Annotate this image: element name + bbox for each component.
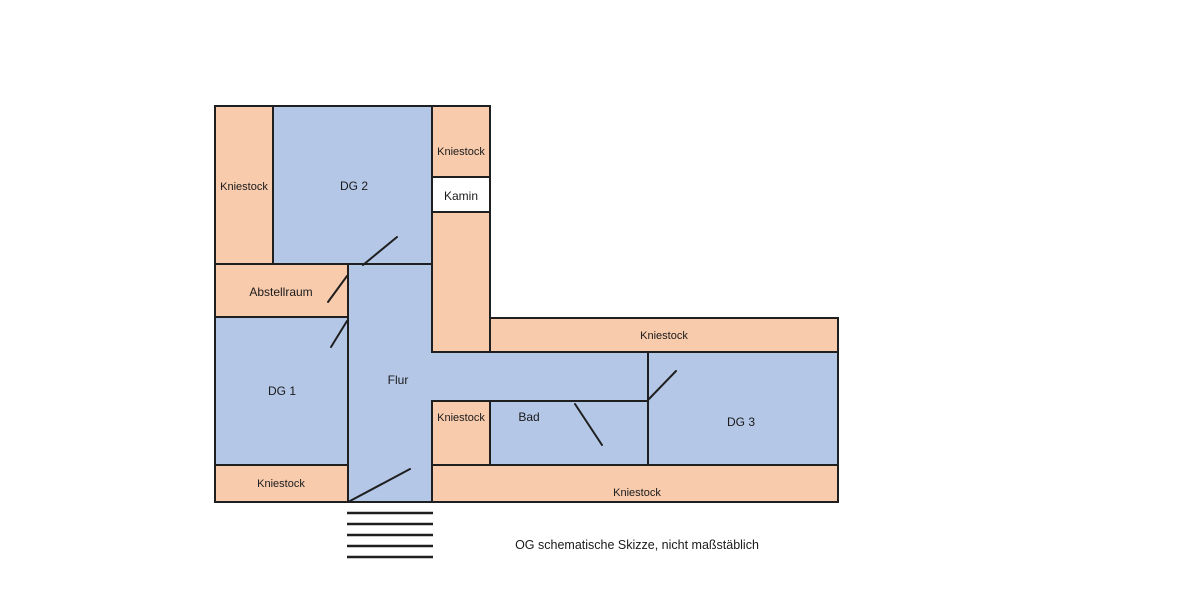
kniestock-top-right	[431, 105, 491, 178]
door-swing-line-dg3	[647, 370, 677, 401]
label-kniestock-top-right: Kniestock	[437, 146, 485, 158]
door-swing-line-dg1	[330, 320, 348, 348]
label-kniestock-left: Kniestock	[220, 181, 268, 193]
kniestock-bottom-left-bar	[214, 464, 349, 503]
kniestock-right-bar	[489, 317, 839, 353]
kniestock-mid-box	[431, 400, 491, 466]
label-kniestock-bottom-left: Kniestock	[257, 478, 305, 490]
room-dg2	[272, 105, 433, 265]
room-abstellraum	[214, 263, 349, 318]
label-dg2: DG 2	[340, 179, 368, 193]
label-dg3: DG 3	[727, 415, 755, 429]
room-bad	[489, 400, 649, 466]
label-kniestock-mid: Kniestock	[437, 412, 485, 424]
stairs-icon	[347, 511, 433, 559]
label-flur: Flur	[388, 373, 409, 387]
label-kamin: Kamin	[444, 189, 478, 203]
label-kniestock-bottom-bar: Kniestock	[613, 487, 661, 499]
door-swing-line-abstellraum	[327, 275, 348, 303]
label-abstellraum: Abstellraum	[249, 285, 312, 299]
kniestock-bottom-bar	[431, 464, 839, 503]
kamin-box	[431, 176, 491, 213]
room-dg3	[647, 351, 839, 466]
door-swing-line-flur	[349, 468, 411, 502]
door-swing-line-bad	[574, 403, 603, 446]
door-swing-line-dg2	[362, 236, 398, 266]
kniestock-column-below-kamin	[431, 211, 491, 353]
caption-text: OG schematische Skizze, nicht maßstäblic…	[515, 538, 759, 552]
label-kniestock-right-bar: Kniestock	[640, 330, 688, 342]
label-dg1: DG 1	[268, 384, 296, 398]
label-bad: Bad	[518, 410, 539, 424]
room-dg1	[214, 316, 349, 466]
